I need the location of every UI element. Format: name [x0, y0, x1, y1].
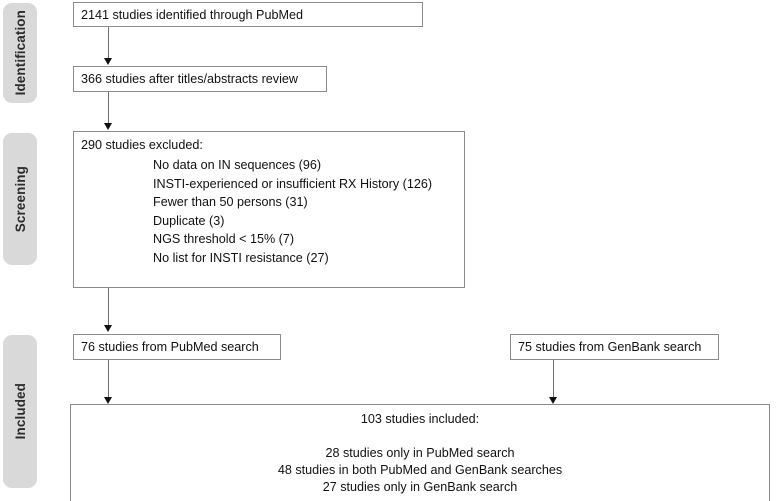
stage-tab-identification-label: Identification — [12, 10, 28, 96]
excluded-reason-item: INSTI-experienced or insufficient RX His… — [153, 176, 433, 191]
connector-identified-to-review — [108, 27, 110, 59]
box-studies-excluded-heading: 290 studies excluded: — [81, 138, 203, 152]
included-breakdown-item: 48 studies in both PubMed and GenBank se… — [277, 463, 563, 477]
box-studies-excluded: 290 studies excluded: No data on IN sequ… — [73, 131, 465, 288]
box-pubmed-result: 76 studies from PubMed search — [73, 334, 281, 360]
excluded-reason-item: NGS threshold < 15% (7) — [153, 232, 295, 247]
arrowhead-identified-to-review — [104, 58, 112, 65]
excluded-reason-item: No data on IN sequences (96) — [153, 158, 322, 172]
included-breakdown-item: 28 studies only in PubMed search — [325, 446, 515, 460]
box-studies-included-heading: 103 studies included: — [360, 412, 480, 426]
box-studies-included-body: 103 studies included: 28 studies only in… — [71, 411, 769, 496]
stage-tab-identification: Identification — [3, 3, 37, 103]
arrowhead-review-to-excluded — [104, 123, 112, 130]
stage-tab-included: Included — [3, 335, 37, 488]
stage-tab-screening-label: Screening — [12, 165, 28, 233]
excluded-reasons-list: No data on IN sequences (96) INSTI-exper… — [153, 156, 432, 268]
box-studies-included: 103 studies included: 28 studies only in… — [70, 404, 770, 501]
spacer — [71, 428, 769, 445]
box-genbank-result: 75 studies from GenBank search — [510, 334, 719, 360]
connector-pubmed-to-final — [108, 360, 110, 398]
box-after-review-text: 366 studies after titles/abstracts revie… — [81, 72, 298, 86]
connector-excluded-to-pubmed — [108, 288, 110, 326]
box-after-review: 366 studies after titles/abstracts revie… — [73, 66, 327, 92]
arrowhead-genbank-to-final — [549, 397, 557, 404]
excluded-reason-item: No list for INSTI resistance (27) — [153, 250, 329, 265]
box-studies-identified: 2141 studies identified through PubMed — [73, 2, 423, 27]
box-pubmed-result-text: 76 studies from PubMed search — [81, 340, 259, 354]
excluded-reason-item: Fewer than 50 persons (31) — [153, 195, 308, 210]
box-studies-identified-text: 2141 studies identified through PubMed — [81, 8, 303, 22]
arrowhead-excluded-to-pubmed — [104, 325, 112, 332]
stage-tab-included-label: Included — [12, 383, 28, 440]
connector-genbank-to-final — [553, 360, 555, 398]
included-breakdown-item: 27 studies only in GenBank search — [322, 480, 518, 494]
excluded-reason-item: Duplicate (3) — [153, 213, 225, 228]
connector-review-to-excluded — [108, 92, 110, 124]
arrowhead-pubmed-to-final — [104, 397, 112, 404]
box-genbank-result-text: 75 studies from GenBank search — [518, 340, 702, 354]
stage-tab-screening: Screening — [3, 133, 37, 265]
